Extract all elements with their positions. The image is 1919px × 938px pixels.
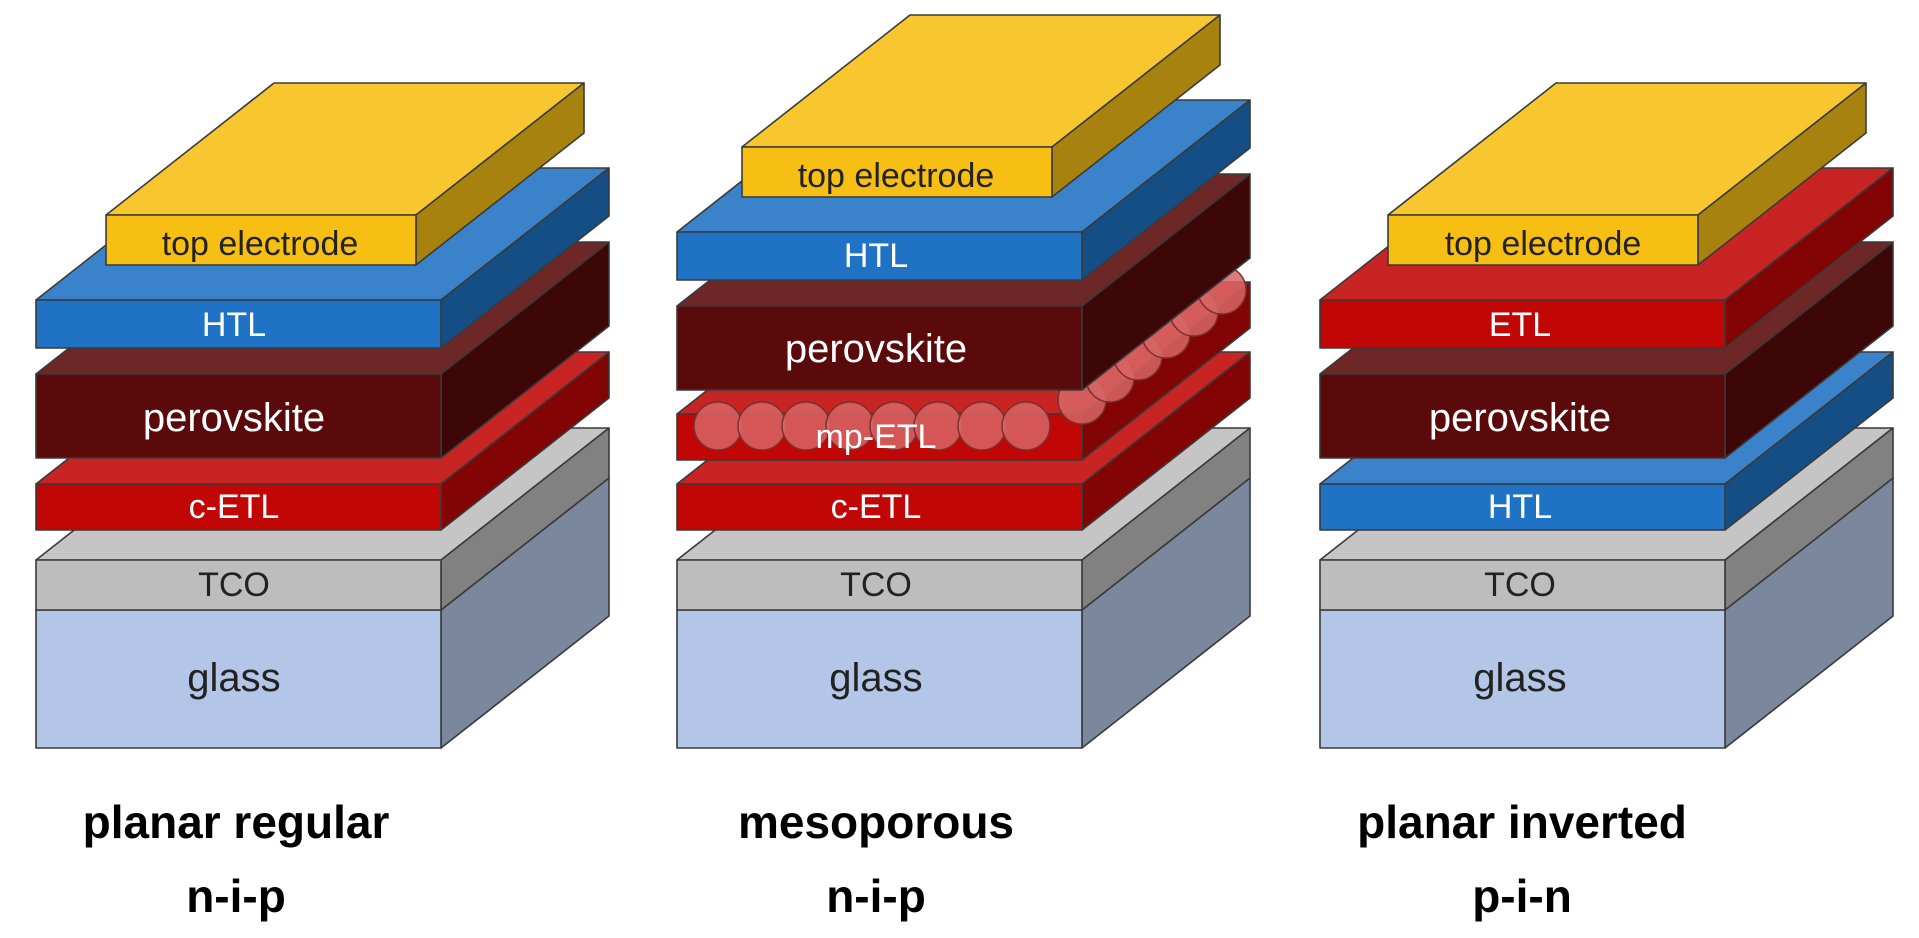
layer-label-tco: TCO — [840, 566, 912, 604]
layer-front-face — [741, 146, 1053, 198]
layer-label-top-electrode: top electrode — [162, 225, 359, 263]
layer-label-tco: TCO — [1484, 566, 1556, 604]
layer-label-perovskite: perovskite — [1429, 396, 1611, 440]
caption-planar-inverted: planar inverted — [1357, 796, 1687, 848]
layer-label-glass: glass — [187, 656, 280, 700]
nanoparticle — [737, 401, 787, 451]
layer-label-glass: glass — [829, 656, 922, 700]
layer-front-face — [676, 231, 1083, 281]
layer-label-htl: HTL — [844, 237, 908, 275]
nanoparticle — [693, 401, 743, 451]
layer-top-electrode — [105, 82, 585, 266]
layer-label-glass: glass — [1473, 656, 1566, 700]
layer-label-htl: HTL — [202, 306, 266, 344]
layer-label-top-electrode: top electrode — [1445, 225, 1642, 263]
nanoparticle — [1001, 401, 1051, 451]
layer-front-face — [105, 214, 417, 266]
layer-front-face — [676, 305, 1083, 391]
caption-planar-regular: planar regular — [83, 796, 390, 848]
layer-front-face — [35, 299, 442, 349]
layer-front-face — [35, 559, 442, 611]
nanoparticle — [957, 401, 1007, 451]
layer-front-face — [1319, 299, 1726, 349]
layer-label-htl: HTL — [1488, 488, 1552, 526]
layer-front-face — [676, 483, 1083, 531]
layer-top-electrode — [741, 14, 1221, 198]
layer-front-face — [1319, 373, 1726, 459]
layer-front-face — [1387, 214, 1699, 266]
layer-label-mp-etl: mp-ETL — [816, 418, 937, 456]
layer-front-face — [1319, 483, 1726, 531]
layer-front-face — [676, 559, 1083, 611]
layer-front-face — [35, 373, 442, 459]
layer-top-electrode — [1387, 82, 1867, 266]
stack-mesoporous: glass TCO c-ETL mp-ETL perovskite HTL top elec… — [676, 14, 1251, 922]
layer-label-c-etl: c-ETL — [189, 488, 280, 526]
layer-label-top-electrode: top electrode — [798, 157, 995, 195]
layer-label-tco: TCO — [198, 566, 270, 604]
layer-front-face — [1319, 559, 1726, 611]
layer-label-c-etl: c-ETL — [831, 488, 922, 526]
caption-mesoporous-type: n-i-p — [826, 870, 926, 922]
layer-label-perovskite: perovskite — [785, 327, 967, 371]
caption-planar-regular-type: n-i-p — [186, 870, 286, 922]
layer-label-etl: ETL — [1489, 306, 1551, 344]
layer-label-perovskite: perovskite — [143, 396, 325, 440]
stack-planar-regular: glass TCO c-ETL perovskite HTL top electrode p… — [35, 82, 610, 922]
caption-planar-inverted-type: p-i-n — [1472, 870, 1572, 922]
caption-mesoporous: mesoporous — [738, 796, 1014, 848]
layer-front-face — [35, 483, 442, 531]
stack-planar-inverted: glass TCO HTL perovskite ETL top electrode pla… — [1319, 82, 1894, 922]
